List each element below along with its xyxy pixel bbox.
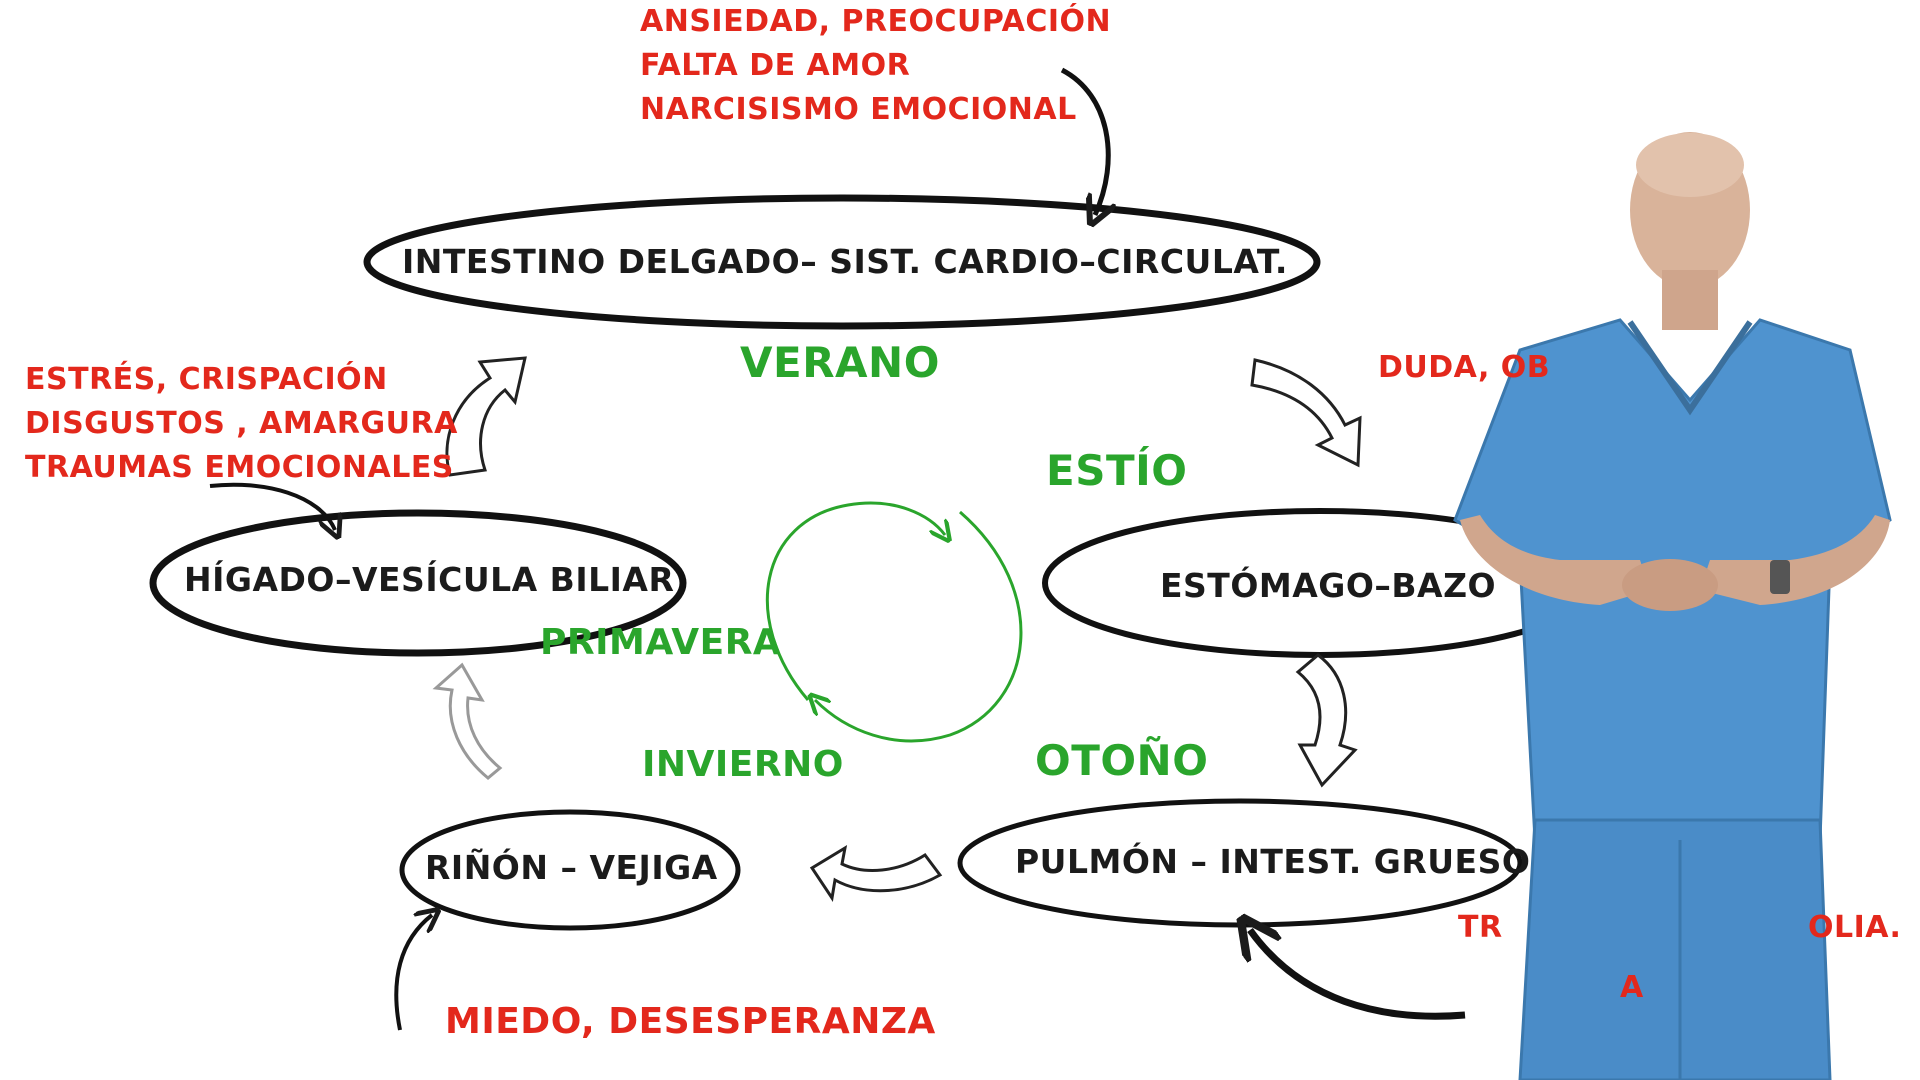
emotion-bottom-right-partial-3: A [1620,970,1644,1005]
emotion-left-3: TRAUMAS EMOCIONALES [25,450,454,485]
organ-lung: PULMÓN – INTEST. GRUESO [1015,842,1531,881]
ellipse-kidney [399,809,741,931]
arrow-top-emotion [1060,67,1108,215]
organ-stomach: ESTÓMAGO–BAZO [1160,566,1497,605]
organ-kidney: RIÑÓN – VEJIGA [425,848,718,887]
cycle-arrow-lower [815,510,1023,743]
organ-small-intestine: INTESTINO DELGADO– SIST. CARDIO–CIRCULAT… [402,242,1288,281]
ellipse-liver [149,509,687,657]
arrow-left-emotion [209,482,335,530]
emotion-top-1: ANSIEDAD, PREOCUPACIÓN [640,4,1112,39]
presenter [1453,132,1892,1080]
ellipse-small-intestine [363,194,1321,330]
arrow-bottom-emotion [394,915,432,1031]
season-late-summer: ESTÍO [1046,446,1188,495]
emotion-top-3: NARCISISMO EMOCIONAL [640,92,1077,127]
emotion-left-1: ESTRÉS, CRISPACIÓN [25,362,388,397]
season-summer: VERANO [740,338,940,387]
flow-arrow-stomach-to-lung [1295,653,1358,788]
flow-arrow-liver-to-top [445,356,527,477]
arrow-bottom-right-emotion [1250,930,1466,1020]
season-spring: PRIMAVERA [540,622,782,663]
flow-arrow-kidney-to-liver [432,662,503,780]
season-autumn: OTOÑO [1035,736,1209,785]
cycle-arrow-upper [765,501,945,701]
emotion-bottom: MIEDO, DESESPERANZA [445,1001,936,1042]
emotion-bottom-right-partial-1: TR [1458,910,1503,945]
emotion-left-2: DISGUSTOS , AMARGURA [25,406,458,441]
flow-arrow-lung-to-kidney [809,844,943,902]
flow-arrow-top-to-stomach [1250,358,1362,468]
organ-liver: HÍGADO–VESÍCULA BILIAR [184,560,675,599]
emotion-right-partial: DUDA, OB [1378,350,1551,385]
emotion-bottom-right-partial-2: OLIA. [1808,910,1902,945]
season-winter: INVIERNO [642,744,844,785]
emotion-top-2: FALTA DE AMOR [640,48,911,83]
